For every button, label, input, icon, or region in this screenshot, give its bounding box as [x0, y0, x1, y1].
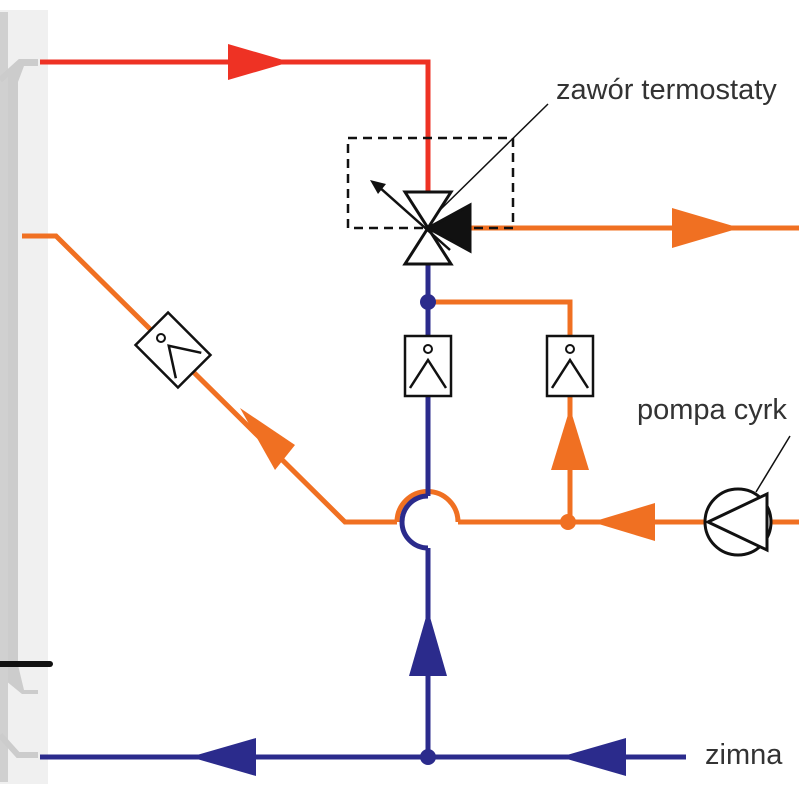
check-valve-seat [550, 357, 590, 389]
thermostatic-valve [346, 103, 549, 266]
tank-body [0, 62, 38, 694]
check-valve-ball [423, 344, 433, 354]
cold-junction-dot-bottom [420, 749, 436, 765]
cold-junction-dot-top [420, 294, 436, 310]
valve-bottom-triangle [402, 225, 454, 266]
check-valve-box [133, 310, 213, 390]
cold-flow-arrow-left [190, 738, 256, 776]
cold-water-pipe [40, 262, 686, 776]
hot-flow-arrow [228, 44, 290, 80]
junction-dot [560, 514, 576, 530]
cold-up-arrow [409, 610, 447, 676]
branch-flow-arrow [551, 408, 589, 470]
valve-leader-line [439, 103, 549, 211]
valve-top-triangle [402, 190, 454, 231]
mixed-flow-arrow [672, 208, 740, 248]
valve-adjust-arrowhead [370, 180, 386, 194]
check-valve-cold [403, 334, 453, 398]
check-valve-seat [167, 344, 202, 379]
hot-water-pipe [40, 44, 431, 192]
check-valve-ball [155, 332, 166, 343]
valve-adjust-line [377, 185, 451, 251]
circulation-flow-arrow [592, 503, 655, 541]
pump-leader-line [755, 435, 791, 493]
check-valve-seat [408, 357, 448, 389]
tank-outlet-bottom [0, 732, 38, 758]
storage-tank [0, 10, 53, 784]
cold-water-label: zimna [705, 739, 783, 771]
cold-flow-arrow-right [560, 738, 626, 776]
return-flow-arrow [240, 408, 295, 470]
pump-triangle [704, 491, 769, 553]
hot-pipe-line [40, 59, 431, 192]
valve-label: zawór termostaty [556, 74, 777, 106]
return-to-tank-pipe [22, 233, 397, 525]
check-valve-return [133, 310, 213, 390]
cold-crossover [399, 493, 429, 551]
valve-side-triangle [424, 202, 472, 254]
circulation-pump [703, 435, 791, 557]
tank-outlet-top [0, 59, 38, 83]
tank-wall [0, 12, 8, 782]
check-valve-ball [565, 344, 575, 354]
pump-label: pompa cyrk [637, 394, 787, 426]
check-valve-branch [545, 334, 595, 398]
